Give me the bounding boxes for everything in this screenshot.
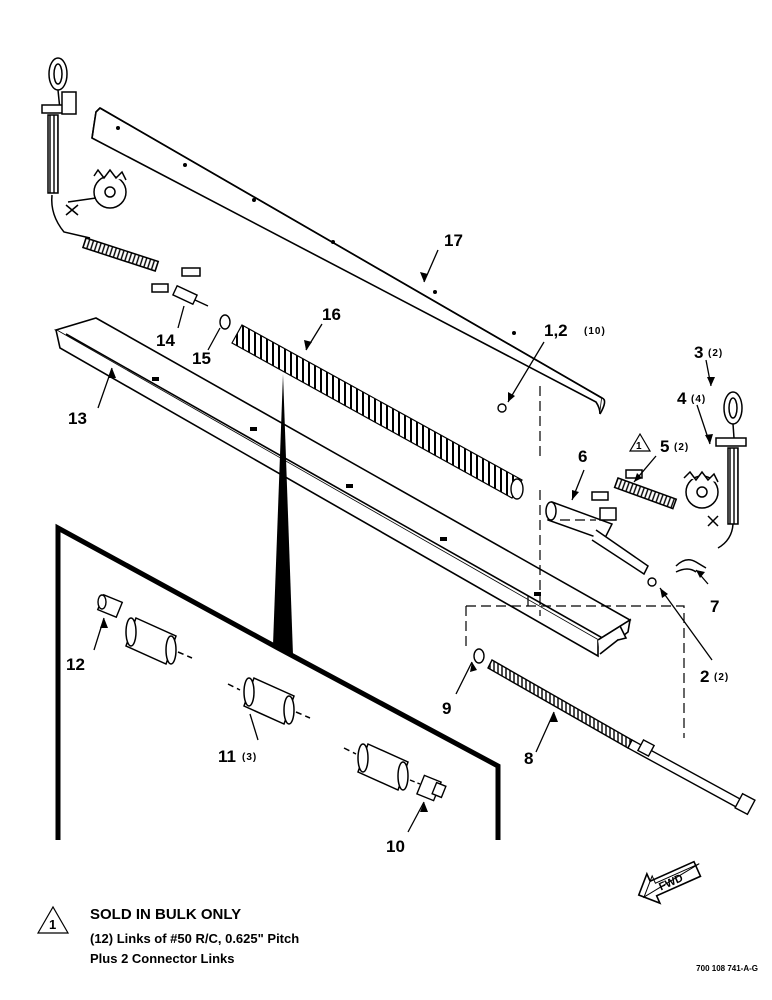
svg-text:1: 1 (49, 917, 56, 932)
svg-text:(10): (10) (584, 326, 606, 337)
callout-6: 6 (578, 447, 587, 466)
channel-rail-part-13 (53, 317, 632, 658)
svg-text:12: 12 (66, 655, 85, 674)
svg-text:5: 5 (660, 437, 669, 456)
svg-text:(4): (4) (691, 394, 706, 405)
washer-part-15 (219, 314, 231, 330)
washer-part-9 (473, 648, 485, 664)
note-line-1: (12) Links of #50 R/C, 0.625" Pitch (90, 931, 300, 946)
svg-text:17: 17 (444, 231, 463, 250)
callout-7: 7 (710, 597, 719, 616)
callout-9: 9 (442, 699, 451, 718)
document-id: 700 108 741-A-G (696, 964, 758, 973)
callout-17: 17 (444, 231, 463, 250)
tube-part-11-b (227, 676, 311, 726)
callout-4: 4 (4) (677, 389, 706, 408)
note-line-2: Plus 2 Connector Links (90, 951, 235, 966)
svg-text:9: 9 (442, 699, 451, 718)
inset-border (55, 523, 501, 840)
assembly-lines (465, 386, 685, 738)
svg-text:15: 15 (192, 349, 211, 368)
svg-text:6: 6 (578, 447, 587, 466)
callout-2: 2 (2) (700, 667, 729, 686)
svg-text:11: 11 (218, 747, 236, 766)
callout-12: 12 (66, 655, 85, 674)
callout-13: 13 (68, 409, 87, 428)
svg-text:13: 13 (68, 409, 87, 428)
callout-10: 10 (386, 837, 405, 856)
svg-text:2: 2 (700, 667, 709, 686)
callout-15: 15 (192, 349, 211, 368)
tube-part-11-c (343, 742, 409, 792)
adjuster-rod-part-8 (487, 659, 756, 816)
note-title: SOLD IN BULK ONLY (90, 906, 242, 923)
note-flag-icon: 1 (36, 905, 70, 934)
svg-text:(2): (2) (674, 442, 689, 453)
svg-text:8: 8 (524, 749, 533, 768)
bulk-note-flag-icon (628, 432, 652, 452)
svg-text:10: 10 (386, 837, 405, 856)
leader-lines (93, 249, 713, 833)
callout-16: 16 (322, 305, 341, 324)
callout-3: 3 (2) (694, 343, 723, 362)
main-spring-part-16 (231, 324, 524, 500)
u-bolt-part-7 (675, 559, 707, 573)
svg-text:1: 1 (636, 441, 642, 452)
left-chain-assembly (41, 57, 201, 293)
callout-5: 1 5 (2) (628, 432, 689, 456)
svg-text:(2): (2) (708, 348, 723, 359)
callout-1-2: 1,2 (10) (544, 321, 606, 340)
callout-8: 8 (524, 749, 533, 768)
right-chain-assembly (591, 391, 747, 549)
svg-text:4: 4 (677, 389, 687, 408)
fwd-arrow-icon: FWD (637, 860, 702, 905)
svg-text:1,2: 1,2 (544, 321, 568, 340)
bearing-part-10 (409, 774, 447, 802)
bolt-part-1-2 (497, 403, 507, 413)
tube-part-11-a (125, 616, 193, 666)
svg-text:7: 7 (710, 597, 719, 616)
nut-part-2 (647, 577, 657, 587)
svg-text:(3): (3) (242, 752, 257, 763)
bearing-part-12 (96, 593, 124, 619)
callout-14: 14 (156, 331, 175, 350)
bolt-part-14 (171, 284, 209, 307)
callout-11: 11 (3) (218, 747, 257, 766)
tensioner-part-6 (545, 501, 649, 576)
svg-text:(2): (2) (714, 672, 729, 683)
inset-pointer (273, 374, 293, 655)
cover-shield-part-17 (91, 107, 606, 415)
leader-arrowheads (100, 272, 715, 812)
svg-text:3: 3 (694, 343, 703, 362)
svg-text:16: 16 (322, 305, 341, 324)
svg-text:14: 14 (156, 331, 175, 350)
